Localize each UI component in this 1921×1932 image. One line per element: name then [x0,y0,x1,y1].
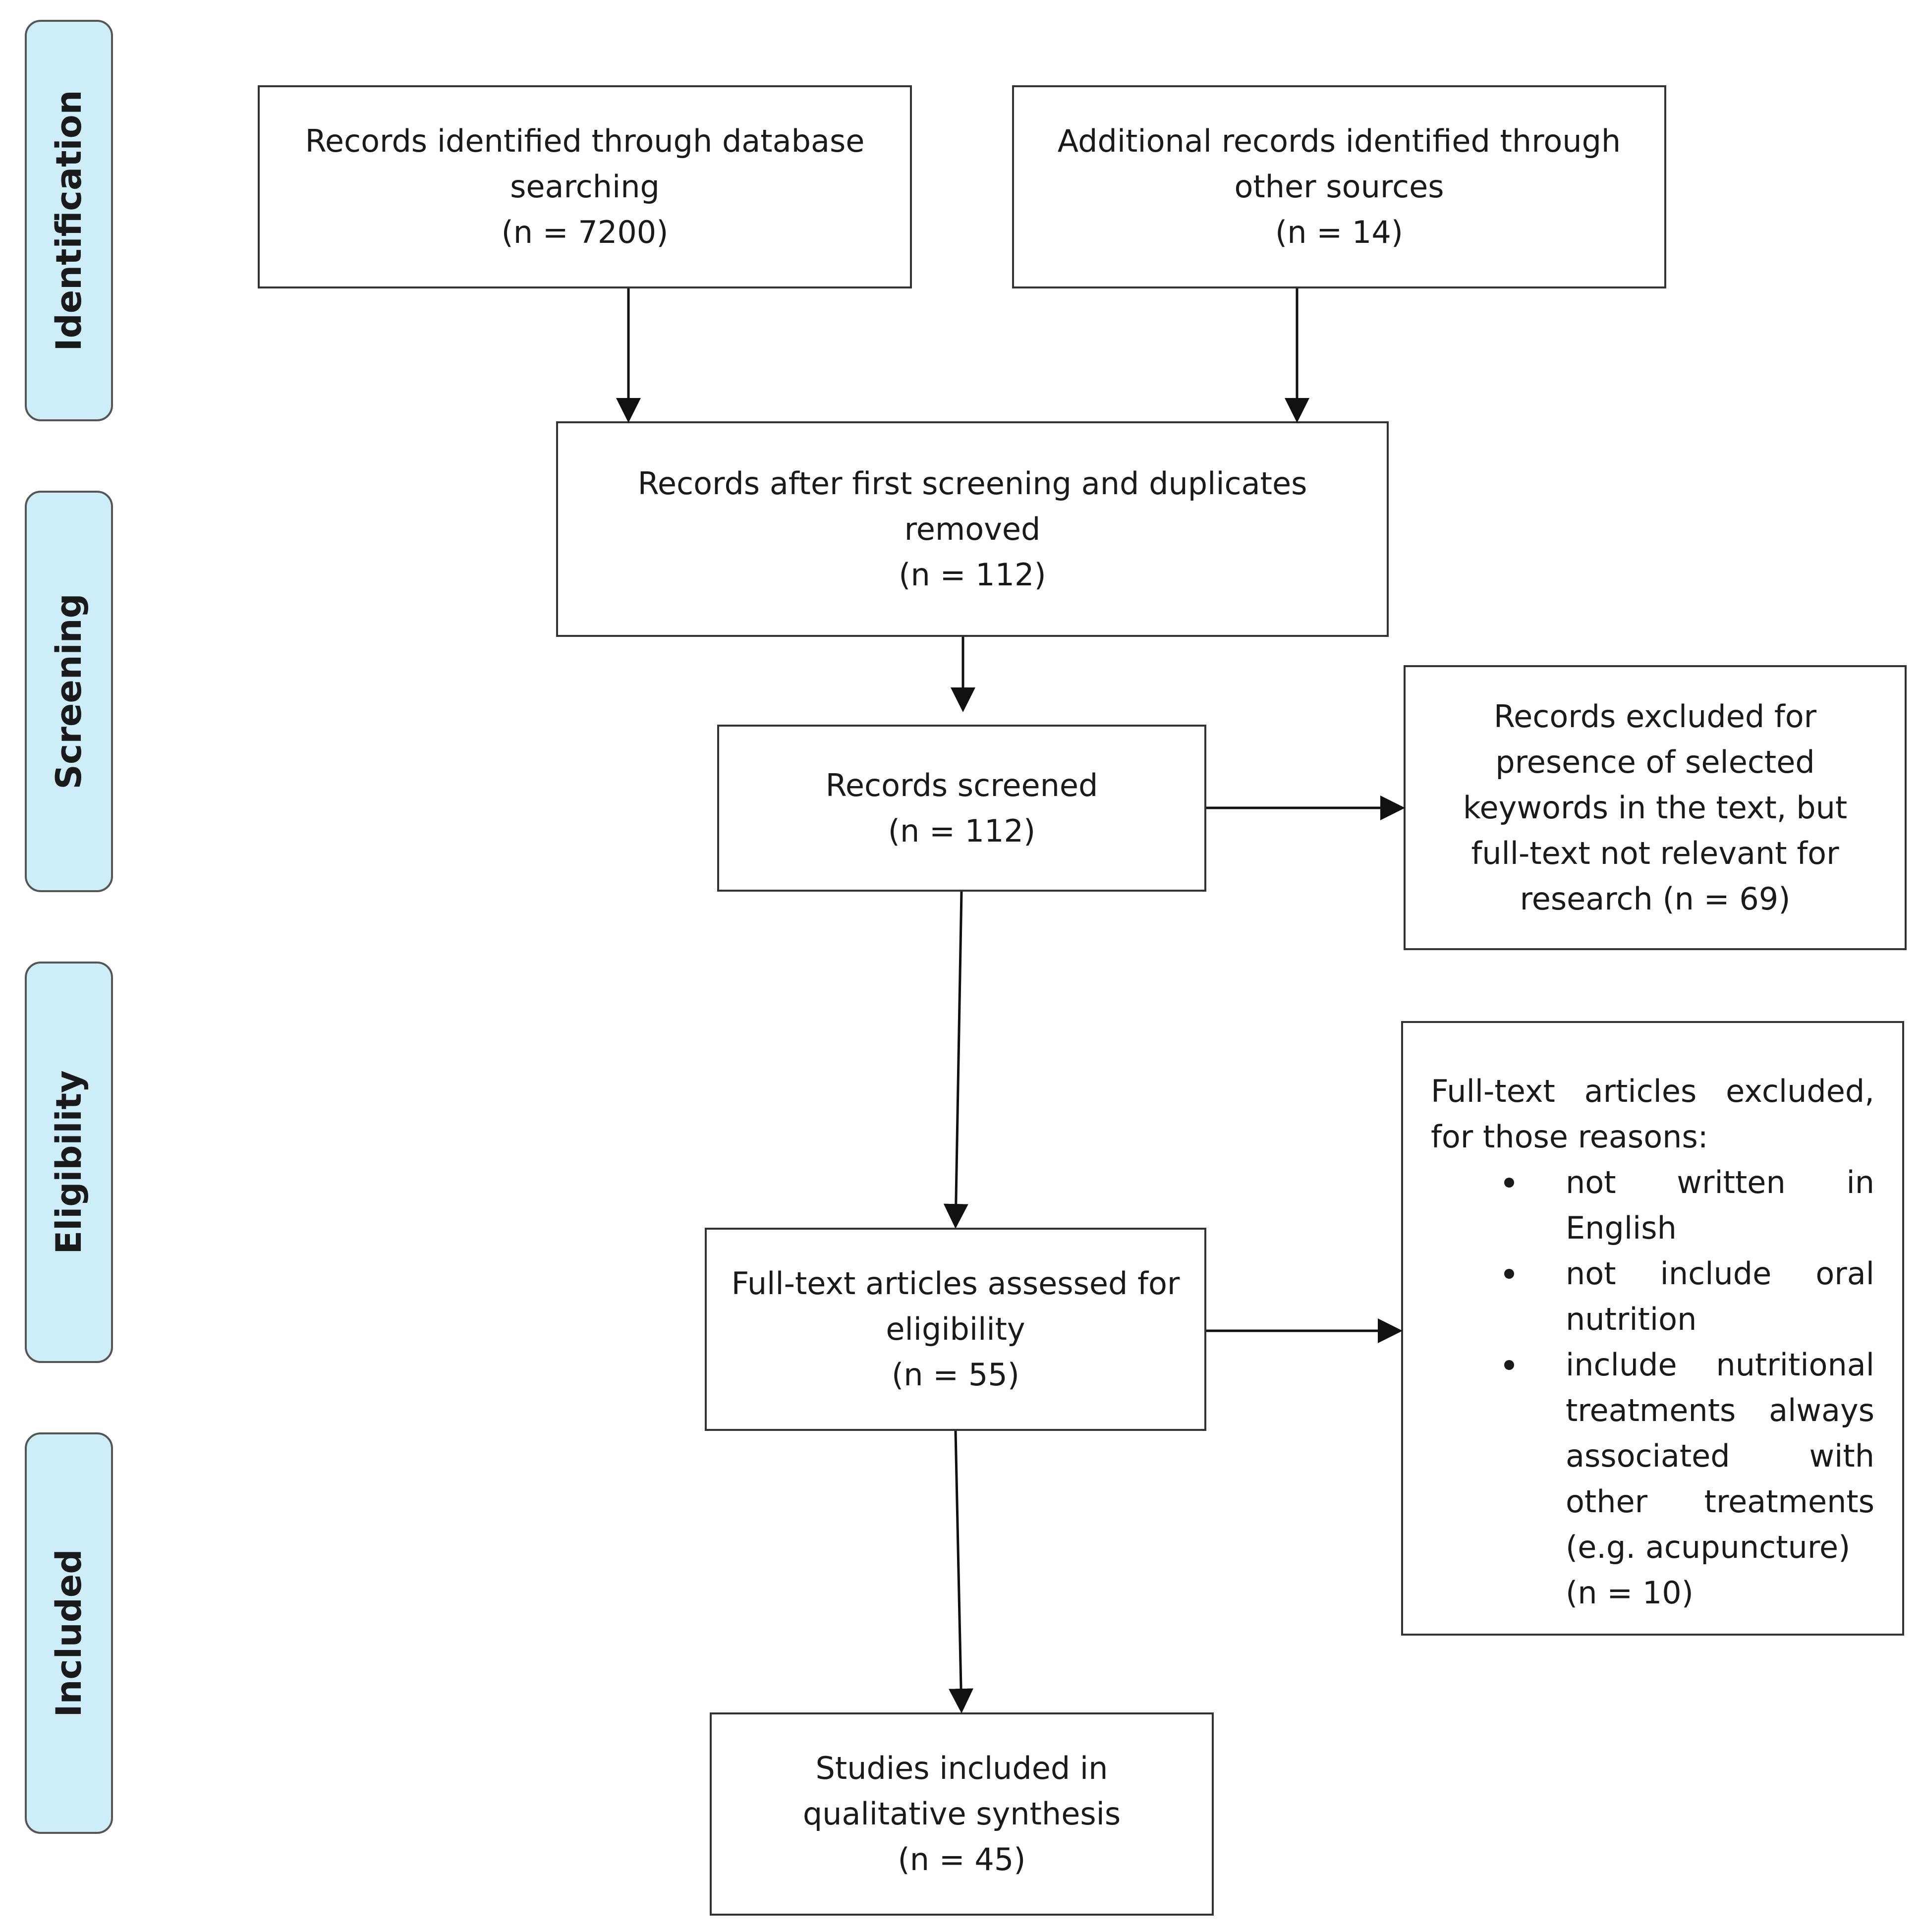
box-line: research (n = 69) [1520,880,1791,917]
exclusion-intro: Full-text articles excluded, for those r… [1431,1073,1874,1155]
stage-identification: Identification [25,20,113,421]
exclusion-reason: not include oral nutrition [1431,1251,1874,1342]
box-other-sources: Additional records identified through ot… [1012,85,1666,288]
bullet-icon [1504,1360,1514,1370]
box-line: (n = 112) [888,812,1036,849]
stage-screening: Screening [25,491,113,892]
box-after-duplicates: Records after first screening and duplic… [556,421,1389,637]
box-line: (n = 55) [892,1357,1019,1393]
box-line: (n = 112) [899,556,1046,593]
box-line: Studies included in [815,1750,1108,1786]
box-line: presence of selected [1495,743,1815,780]
box-records-excluded: Records excluded for presence of selecte… [1404,665,1907,950]
exclusion-reasons-list: not written in English not include oral … [1431,1160,1874,1570]
box-line: full-text not relevant for [1471,835,1839,871]
box-full-text-assessed: Full-text articles assessed for eligibil… [705,1228,1206,1431]
arrow-full-text-to-included [949,1430,974,1713]
bullet-icon [1504,1178,1514,1188]
exclusion-reason: include nutritional treatments always as… [1431,1342,1874,1570]
box-line: other sources [1234,169,1444,205]
stage-label-identification: Identification [49,90,89,351]
stage-label-included: Included [49,1549,89,1717]
box-records-screened: Records screened (n = 112) [717,725,1206,892]
box-line: Records identified through database [305,123,865,159]
bullet-icon [1504,1269,1514,1279]
box-line: Records screened [825,767,1098,803]
box-line: removed [904,511,1041,547]
stage-included: Included [25,1432,113,1834]
stage-label-eligibility: Eligibility [49,1070,89,1254]
box-line: (n = 14) [1275,214,1403,250]
box-line: keywords in the text, but [1463,789,1848,826]
arrow-screened-to-full-text [943,891,968,1229]
box-line: Records excluded for [1493,698,1817,735]
box-line: Records after first screening and duplic… [637,465,1307,502]
box-line: (n = 7200) [501,214,669,250]
box-full-text-excluded: Full-text articles excluded, for those r… [1401,1021,1904,1636]
box-line: (n = 45) [898,1841,1026,1877]
exclusion-count: (n = 10) [1566,1575,1694,1611]
box-line: eligibility [886,1311,1025,1347]
box-line: searching [510,169,660,205]
box-studies-included: Studies included in qualitative synthesi… [710,1712,1214,1916]
box-line: Full-text articles assessed for [731,1265,1180,1302]
stage-eligibility: Eligibility [25,962,113,1363]
box-line: Additional records identified through [1057,123,1621,159]
exclusion-reason: not written in English [1431,1160,1874,1251]
box-database-records: Records identified through database sear… [258,85,912,288]
stage-label-screening: Screening [49,593,89,790]
box-line: qualitative synthesis [802,1796,1121,1832]
